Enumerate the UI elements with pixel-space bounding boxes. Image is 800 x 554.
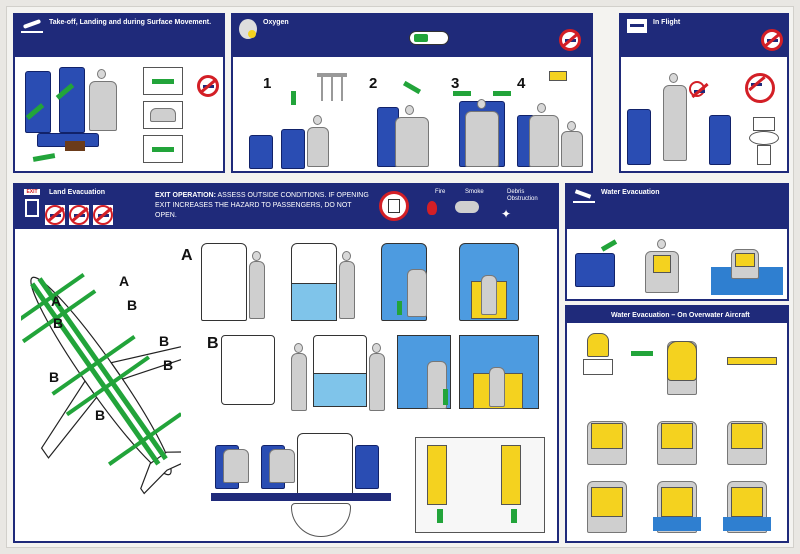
smoke-icon (455, 201, 479, 213)
hazard-debris-label: Debris Obstruction (507, 189, 538, 202)
water-evac-overwater-title: Water Evacuation – On Overwater Aircraft (611, 311, 750, 319)
hazard-fire: Fire (417, 189, 457, 225)
life-vest-pouch-illustration (579, 333, 619, 377)
plane-label-b1: B (127, 297, 138, 313)
water-evac-header: Water Evacuation (567, 185, 787, 229)
no-smoking-large-icon (745, 73, 775, 103)
no-smoking-icon (761, 29, 783, 51)
no-smoking-icon (559, 29, 581, 51)
hazard-debris: Debris Obstruction ✦ (495, 189, 555, 225)
oxygen-step-4-number: 4 (517, 75, 526, 92)
panel-water-evacuation-overwater: Water Evacuation – On Overwater Aircraft (565, 305, 789, 543)
plane-label-a1: A (119, 273, 130, 289)
no-exit-door-icon (379, 191, 409, 221)
oxygen-bottle-icon (409, 31, 449, 45)
life-vest-fastening-illustration (577, 407, 781, 467)
hazard-smoke: Smoke (451, 189, 491, 225)
oxygen-title: Oxygen (263, 19, 289, 26)
panel-water-evacuation: Water Evacuation (565, 183, 789, 301)
panel-takeoff: Take-off, Landing and during Surface Mov… (13, 13, 225, 173)
panel-land-evacuation: EXIT Land Evacuation EXIT OPERATION: ASS… (13, 183, 559, 543)
fire-icon (427, 201, 437, 215)
plane-label-b6: B (95, 407, 106, 423)
oxygen-step-3-illustration (449, 71, 515, 171)
oxygen-step-3-number: 3 (451, 75, 460, 92)
no-high-heels-icon (69, 205, 89, 225)
inflight-illustration (625, 65, 735, 169)
door-sequence-a (201, 241, 551, 327)
plane-label-b4: B (163, 357, 174, 373)
life-vest-donning-illustration (627, 331, 787, 401)
oxygen-step-1-number: 1 (263, 75, 272, 92)
inflight-title: In Flight (653, 19, 681, 26)
takeoff-seats-illustration (19, 63, 137, 169)
water-evac-overwater-header: Water Evacuation – On Overwater Aircraft (567, 307, 787, 323)
takeoff-header: Take-off, Landing and during Surface Mov… (15, 15, 223, 57)
aircraft-exit-diagram (21, 272, 181, 495)
row-label-a: A (181, 247, 193, 264)
panel-oxygen: Oxygen 1 2 3 4 (231, 13, 593, 173)
land-evac-title: Land Evacuation (49, 189, 106, 196)
debris-icon: ✦ (501, 207, 512, 221)
oxygen-step-4-illustration (515, 71, 591, 171)
seatbelt-step-1 (143, 67, 183, 95)
row-label-b: B (207, 335, 219, 352)
life-vest-inflation-illustration (577, 471, 781, 539)
no-smoking-icon (197, 75, 219, 97)
lavatory-icon (749, 117, 779, 167)
exit-door-icon (25, 199, 39, 217)
land-evac-prohibitions (45, 205, 113, 225)
plane-label-b2: B (53, 315, 64, 331)
panel-inflight: In Flight (619, 13, 789, 173)
hazard-fire-label: Fire (435, 189, 446, 195)
arrow-icon (32, 153, 56, 162)
seatbelt-step-2 (143, 101, 183, 129)
safety-card: Take-off, Landing and during Surface Mov… (6, 6, 794, 548)
oxygen-mask-icon (239, 19, 257, 39)
exit-operation-text: EXIT OPERATION: ASSESS OUTSIDE CONDITION… (155, 191, 375, 221)
plane-ditching-icon (573, 189, 595, 207)
seatbelt-step-3 (143, 135, 183, 163)
brace-and-slide-illustration (211, 429, 551, 539)
exit-operation-instructions: ASSESS OUTSIDE CONDITIONS. IF OPENING EX… (155, 192, 369, 219)
oxygen-step-2-illustration (373, 71, 453, 171)
water-evac-illustration (571, 235, 785, 297)
exit-operation-heading: EXIT OPERATION: (155, 192, 216, 199)
plane-takeoff-icon (21, 19, 43, 33)
no-smoking-icon (93, 205, 113, 225)
takeoff-title: Take-off, Landing and during Surface Mov… (49, 19, 212, 26)
inflight-header: In Flight (621, 15, 787, 57)
oxygen-step-1-illustration (241, 71, 361, 171)
door-sequence-b (221, 333, 551, 419)
plane-icon (627, 19, 647, 33)
oxygen-step-2-number: 2 (369, 75, 378, 92)
water-evac-title: Water Evacuation (601, 189, 660, 196)
hazard-smoke-label: Smoke (465, 189, 484, 195)
plane-label-b3: B (159, 333, 170, 349)
plane-label-a2: A (51, 293, 62, 309)
plane-label-b5: B (49, 369, 60, 385)
exit-sign-label: EXIT (24, 189, 40, 195)
no-luggage-icon (45, 205, 65, 225)
